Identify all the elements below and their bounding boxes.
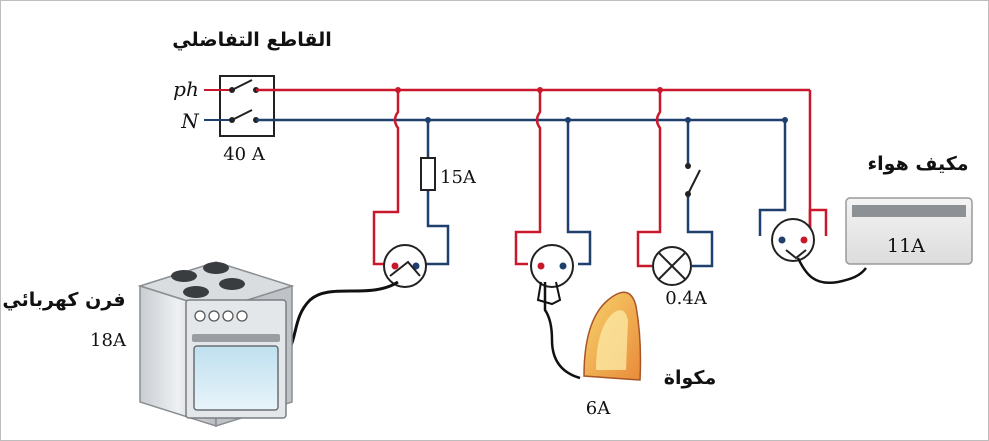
lamp-branch [636, 87, 714, 268]
socket-icon [771, 218, 815, 262]
breaker-icon [204, 75, 275, 137]
oven-icon [137, 261, 295, 428]
air-conditioner-icon [845, 197, 973, 265]
socket-icon [383, 244, 427, 288]
oven-current: 18A [90, 330, 127, 351]
oven-label: فرن كهربائي [2, 289, 125, 311]
iron-label: مكواة [664, 367, 716, 389]
oven-branch [372, 87, 450, 266]
ac-label: مكيف هواء [867, 153, 968, 175]
iron-current: 6A [586, 398, 611, 419]
lamp-current: 0.4A [665, 288, 708, 309]
iron-cable [543, 282, 581, 380]
phase-label: ph [173, 77, 199, 101]
neutral-label: N [180, 109, 200, 133]
breaker-rating: 40 A [223, 144, 266, 165]
fuse-rating: 15A [440, 167, 477, 188]
ac-current: 11A [887, 235, 925, 257]
socket-icon [530, 244, 574, 288]
switch-icon [685, 163, 701, 197]
lamp-icon [652, 246, 692, 286]
plug-icon [536, 281, 562, 306]
iron-icon [583, 291, 642, 381]
phase-line [256, 88, 812, 244]
breaker-title: القاطع التفاضلي [172, 29, 332, 51]
fuse-icon [420, 157, 436, 191]
iron-branch [514, 87, 592, 266]
ac-cable [796, 257, 867, 285]
